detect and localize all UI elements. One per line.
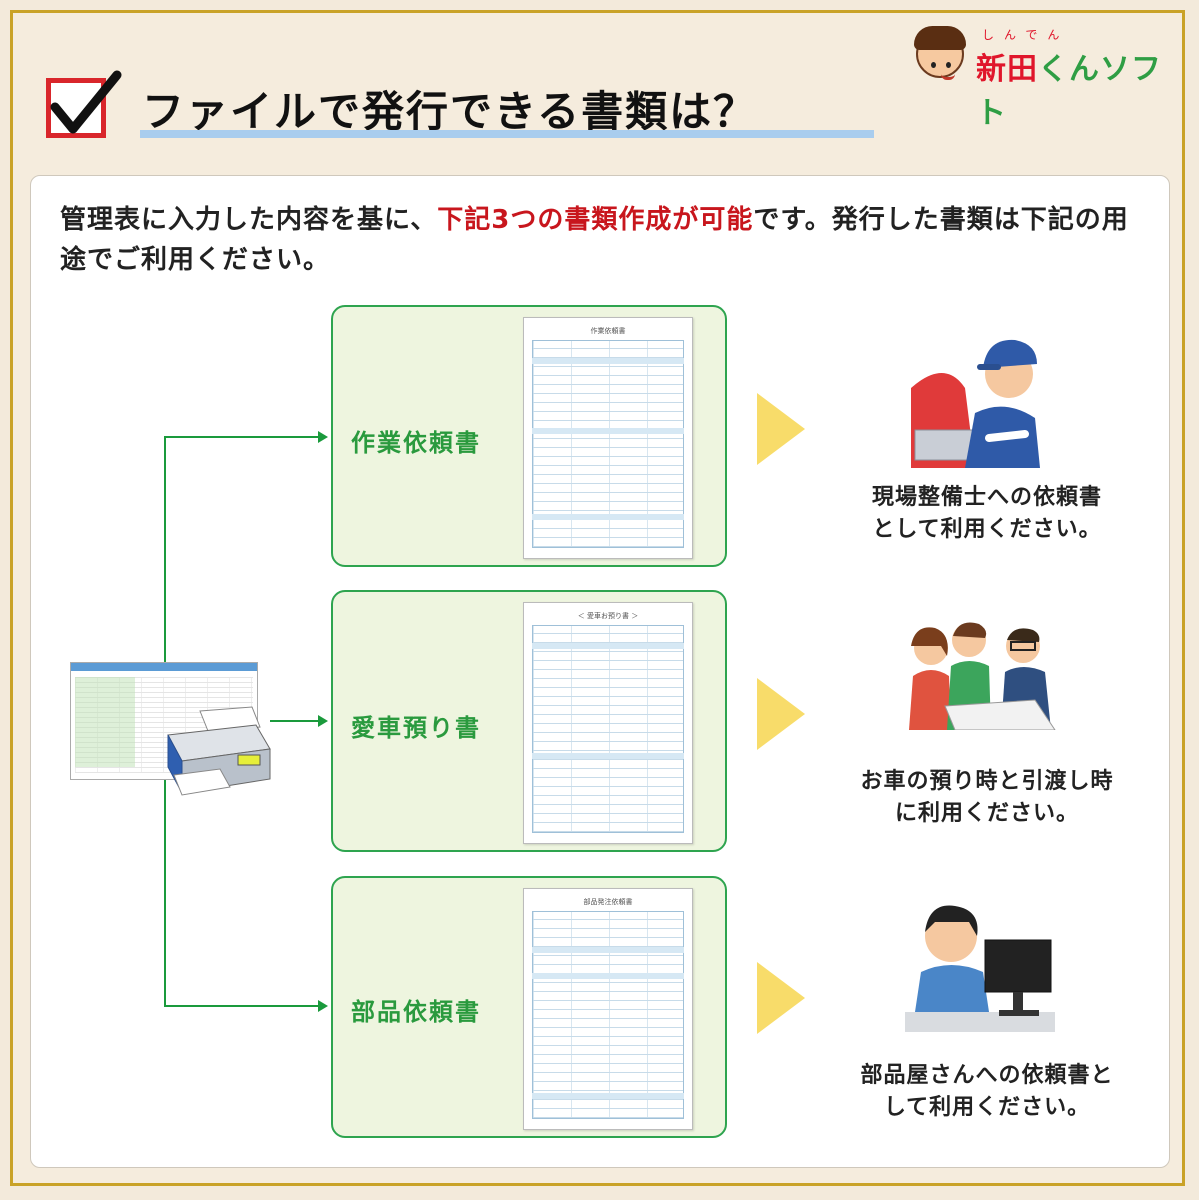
arrowhead-bottom-icon [318,1000,328,1012]
printer-icon [167,706,271,796]
logo-ruby: しんでん [982,28,1070,42]
arrowhead-middle-icon [318,715,328,727]
arrow-right-icon [757,393,805,465]
intro-part1: 管理表に入力した内容を基に、 [60,205,438,235]
logo-name: 新田くんソフト [976,44,1170,132]
checkbox-check-icon [46,70,122,138]
caption-parts-order: 部品屋さんへの依頼書と して利用ください。 [832,1060,1142,1124]
work-order-preview: 作業依頼書 [523,317,693,559]
caption-work-order: 現場整備士への依頼書 として利用ください。 [832,482,1142,546]
doc-title: ＜ 愛車お預り書 ＞ [577,612,639,620]
caption-line-2: して利用ください。 [883,1095,1091,1120]
connector-bottom [164,1005,318,1007]
logo-name-kana: くんソフト [976,52,1162,131]
intro-text: 管理表に入力した内容を基に、下記3つの書類作成が可能です。発行した書類は下記の用… [60,200,1150,280]
caption-car-receipt: お車の預り時と引渡し時 に利用ください。 [832,766,1142,830]
brand-logo: しんでん 新田くんソフト [910,22,1170,131]
arrow-right-icon [757,962,805,1034]
page-title: ファイルで発行できる書類は？ [142,87,758,136]
doc-title: 作業依頼書 [590,327,626,335]
document-card-parts-order: 部品依頼書 部品発注依頼書 [331,876,727,1138]
intro-part2: です。発行した書類は下記の用途でご利用ください。 [60,205,1129,275]
office-worker-illustration [905,905,1055,1032]
mascot-hair-icon [914,26,966,50]
caption-line-1: 部品屋さんへの依頼書と [860,1063,1114,1088]
mechanic-illustration [911,339,1040,468]
title-underline [140,130,874,138]
caption-line-1: お車の預り時と引渡し時 [860,769,1114,794]
card-label: 愛車預り書 [351,714,481,742]
card-label: 部品依頼書 [351,998,481,1026]
card-label: 作業依頼書 [351,429,481,457]
connector-middle [270,720,318,722]
caption-line-1: 現場整備士への依頼書 [871,485,1102,510]
document-card-car-receipt: 愛車預り書 ＜ 愛車お預り書 ＞ [331,590,727,852]
doc-title: 部品発注依頼書 [583,898,633,906]
customer-meeting-illustration [909,622,1056,730]
caption-line-2: として利用ください。 [872,517,1102,542]
intro-highlight: 下記3つの書類作成が可能 [437,205,754,235]
parts-order-preview: 部品発注依頼書 [523,888,693,1130]
connector-top [164,436,318,438]
caption-line-2: に利用ください。 [894,801,1079,826]
arrow-right-icon [757,678,805,750]
car-receipt-preview: ＜ 愛車お預り書 ＞ [523,602,693,844]
arrowhead-top-icon [318,431,328,443]
document-card-work-order: 作業依頼書 作業依頼書 [331,305,727,567]
logo-name-kanji: 新田 [976,52,1038,87]
